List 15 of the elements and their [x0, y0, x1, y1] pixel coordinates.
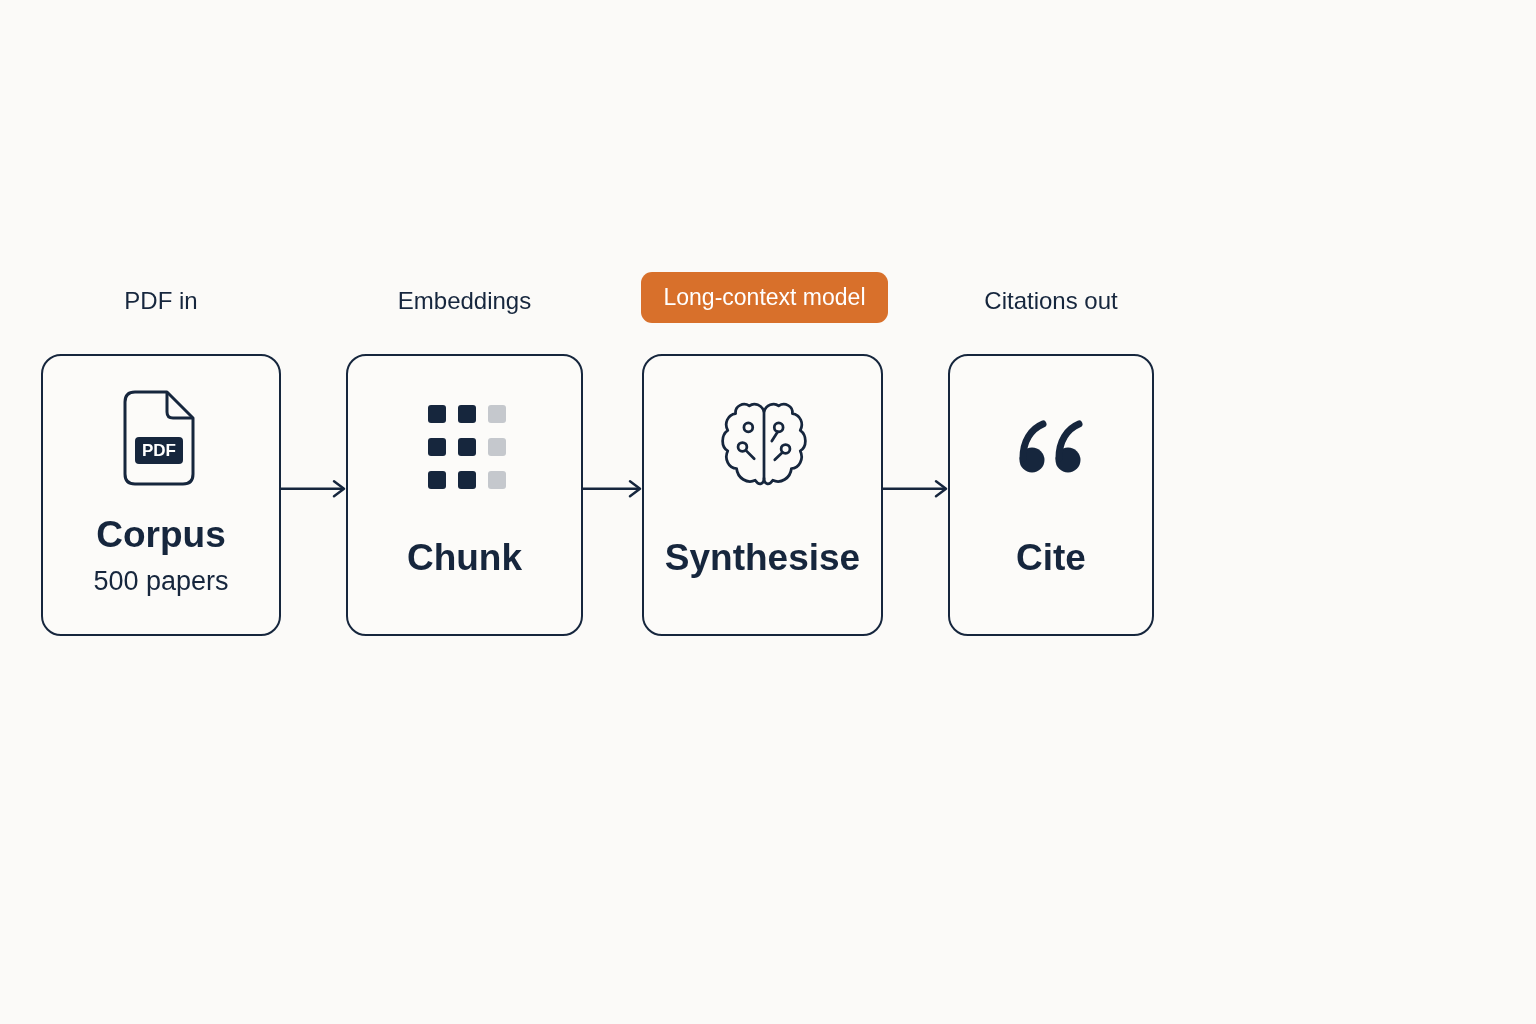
arrow	[281, 480, 346, 498]
model-label: Long-context model	[663, 284, 866, 311]
step-heading: Embeddings	[397, 287, 532, 315]
step-heading: Citations out	[984, 287, 1118, 315]
arrow	[883, 480, 948, 498]
step-heading: PDF in	[124, 287, 198, 315]
highlight-pill	[641, 272, 888, 323]
step-title: Corpus	[96, 513, 226, 557]
arrow	[583, 480, 642, 498]
step-subtitle: 500 papers	[93, 566, 229, 598]
step-title: Synthesise	[664, 536, 861, 580]
file-type-tag: PDF	[135, 437, 183, 464]
step-title: Cite	[1016, 536, 1086, 580]
process-box	[642, 354, 883, 636]
step-title: Chunk	[406, 536, 523, 580]
